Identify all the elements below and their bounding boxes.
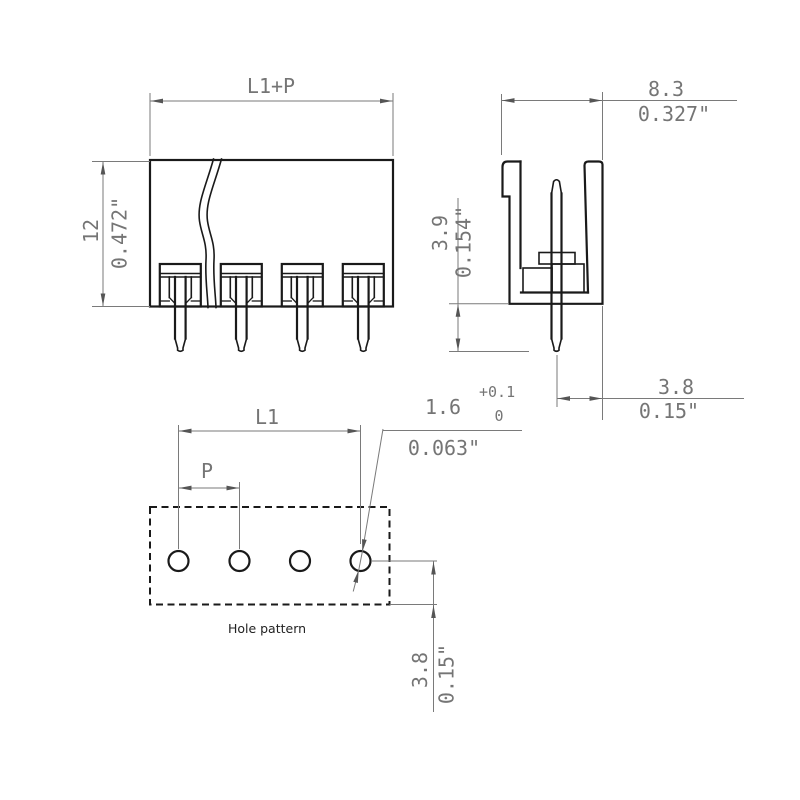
dim-edge-mm: 3.8 bbox=[408, 652, 432, 688]
hole-diameter-tol-upper: +0.1 bbox=[479, 383, 515, 401]
dim-width-l1p: L1+P bbox=[149, 74, 394, 156]
dim-height-mm: 12 bbox=[79, 219, 103, 243]
dim-span-l1: L1 bbox=[178, 405, 361, 549]
side-pin bbox=[550, 178, 563, 353]
hole-circle bbox=[349, 549, 372, 573]
pin bbox=[219, 262, 263, 353]
side-contact-block-left bbox=[522, 267, 553, 294]
dim-height-inch: 0.472" bbox=[108, 197, 132, 269]
holes bbox=[167, 549, 372, 573]
dim-height-12: 12 0.472" bbox=[79, 161, 150, 307]
dim-pitch-p: P bbox=[179, 459, 240, 549]
dim-edge-38: 3.8 0.15" bbox=[371, 560, 459, 712]
pin bbox=[158, 262, 202, 353]
front-body-outline bbox=[148, 158, 395, 308]
side-view: 8.3 0.327" 3.9 0.154" 3.8 0.15" bbox=[428, 77, 744, 423]
pin bbox=[280, 262, 324, 353]
side-contact-collar bbox=[538, 251, 576, 265]
hole-pattern-caption: Hole pattern bbox=[228, 621, 306, 636]
dim-depth-83: 8.3 0.327" bbox=[501, 77, 737, 420]
dim-hole-diameter: 1.6 +0.1 0 0.063" bbox=[352, 383, 522, 592]
dim-l1p-label: L1+P bbox=[247, 74, 295, 98]
dim-depth-inch: 0.327" bbox=[638, 102, 710, 126]
dim-pin-offset-mm: 3.8 bbox=[658, 375, 694, 399]
dim-edge-inch: 0.15" bbox=[435, 644, 459, 704]
front-pins bbox=[158, 262, 385, 353]
front-view: L1+P 12 0.472" bbox=[79, 74, 395, 353]
hole-diameter-mm: 1.6 bbox=[425, 395, 461, 419]
dim-pin-length-inch: 0.154" bbox=[452, 206, 476, 278]
hole-diameter-inch: 0.063" bbox=[408, 436, 480, 460]
break-line bbox=[198, 158, 223, 309]
dim-span-label: L1 bbox=[255, 405, 279, 429]
dim-pin-length-mm: 3.9 bbox=[428, 215, 452, 251]
hole-circle bbox=[228, 549, 251, 573]
hole-diameter-tol-lower: 0 bbox=[494, 407, 503, 425]
dim-pin-length-39: 3.9 0.154" bbox=[428, 198, 529, 352]
dim-pitch-label: P bbox=[201, 459, 213, 483]
dim-pin-offset-38: 3.8 0.15" bbox=[556, 355, 744, 423]
dim-pin-offset-inch: 0.15" bbox=[639, 399, 699, 423]
pin bbox=[341, 262, 385, 353]
hole-circle bbox=[167, 549, 190, 573]
side-contact-block-right bbox=[551, 263, 585, 294]
hole-pattern-view: L1 P 1.6 +0.1 0 0.063" 3.8 0.15" bbox=[149, 383, 522, 712]
side-body-outline bbox=[501, 160, 604, 305]
dim-depth-mm: 8.3 bbox=[648, 77, 684, 101]
hole-pattern-outline bbox=[149, 506, 391, 606]
hole-circle bbox=[288, 549, 312, 573]
